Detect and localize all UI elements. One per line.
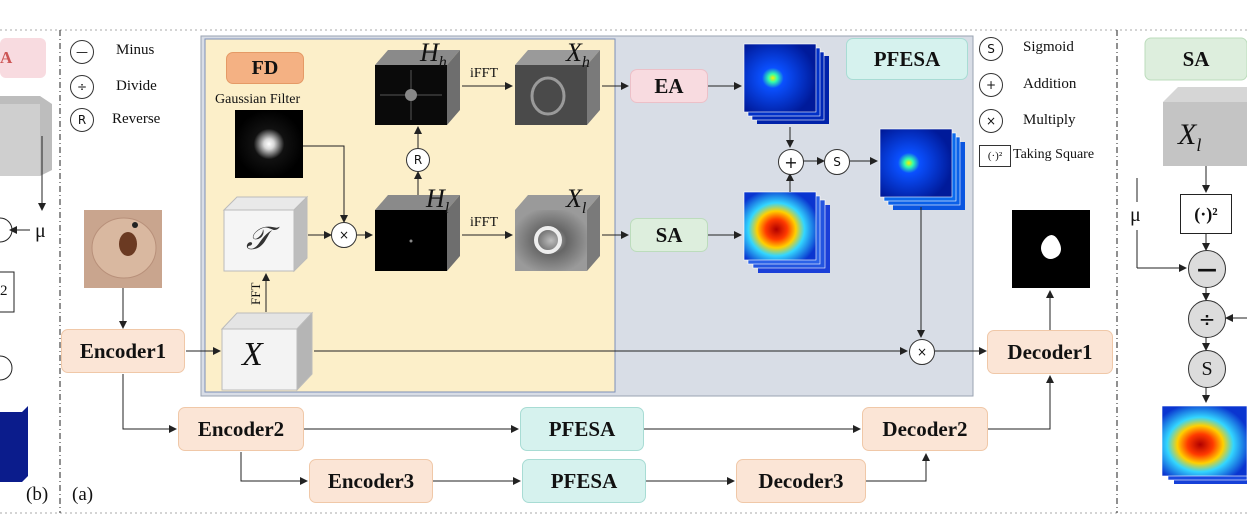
gaussian-filter-image (235, 110, 303, 178)
legend-reverse-label: Reverse (112, 111, 161, 127)
sa-panel-content (1136, 37, 1247, 484)
sa-panel-title: SA (1182, 46, 1210, 71)
left-panel-content (0, 38, 52, 482)
hh-symbol: Hh (420, 38, 447, 72)
pfesa-block-1: PFESA (520, 407, 644, 451)
xl-symbol: Xl (566, 184, 587, 218)
gaussian-filter-label: Gaussian Filter (215, 92, 301, 107)
connection-arrows (119, 82, 1054, 485)
legend-divide-label: Divide (116, 78, 157, 94)
sa-panel-minus-node: — (1188, 250, 1226, 288)
square-symbol-icon: (·)² (979, 145, 1011, 167)
sa-panel-sigmoid-node: S (1188, 350, 1226, 388)
left-cube-face (0, 104, 40, 176)
xh-symbol: Xh (566, 38, 590, 72)
left-panel-mu: μ (35, 220, 46, 242)
divide-symbol-icon: ÷ (70, 75, 94, 99)
xh-cube (515, 50, 600, 125)
left-panel-square: 2 (0, 283, 8, 299)
input-cell-image (84, 210, 162, 288)
legend-minus-label: Minus (116, 42, 155, 58)
sa-panel-mu: μ (1130, 204, 1141, 226)
ea-module: EA (630, 69, 708, 103)
fourier-symbol: 𝒯 (246, 220, 271, 256)
hl-cube (375, 195, 460, 271)
encoder1-box: Encoder1 (61, 329, 185, 373)
pfesa-title: PFESA (846, 38, 968, 80)
sa-panel-square-box: (·)² (1180, 194, 1232, 234)
decoder3-box: Decoder3 (736, 459, 866, 503)
decoder2-box: Decoder2 (862, 407, 988, 451)
ifft-bottom-label: iFFT (470, 215, 499, 230)
fft-label: FFT (248, 282, 263, 305)
xl-cube (515, 195, 600, 271)
legend-sigmoid-label: Sigmoid (1023, 39, 1074, 55)
left-panel-tag-box (0, 38, 46, 78)
reverse-symbol-icon: R (70, 108, 94, 132)
sa-module: SA (630, 218, 708, 252)
hl-symbol: Hl (426, 184, 450, 218)
sigmoid-op-node: S (824, 149, 850, 175)
x-cube (220, 311, 314, 392)
hh-cube (375, 50, 460, 125)
fourier-cube (222, 195, 309, 273)
legend-multiply-label: Multiply (1023, 112, 1076, 128)
x-symbol: X (242, 336, 263, 373)
decoder1-box: Decoder1 (987, 330, 1113, 374)
addition-op-node: + (778, 149, 804, 175)
sigmoid-symbol-icon: S (979, 37, 1003, 61)
ea-heatmap-stack (743, 43, 829, 124)
addition-symbol-icon: + (979, 73, 1003, 97)
multiply-op-node-fd: × (331, 222, 357, 248)
encoder3-box: Encoder3 (309, 459, 433, 503)
multiply-symbol-icon: × (979, 109, 1003, 133)
sa-panel-divide-node: ÷ (1188, 300, 1226, 338)
sa-panel-xl-symbol: Xl (1178, 118, 1202, 155)
ifft-top-label: iFFT (470, 66, 499, 81)
reverse-op-node: R (406, 148, 430, 172)
panel-label-a: (a) (72, 484, 94, 505)
legend-addition-label: Addition (1023, 76, 1077, 92)
minus-symbol-icon: — (70, 40, 94, 64)
encoder2-box: Encoder2 (178, 407, 304, 451)
multiply-op-node-main: × (909, 339, 935, 365)
left-panel-tag: A (0, 48, 13, 67)
panel-label-b: (b) (26, 484, 49, 505)
fd-title: FD (226, 52, 304, 84)
sa-heatmap-stack (743, 191, 830, 273)
fused-heatmap-stack (879, 128, 965, 210)
left-heatmap (0, 406, 28, 482)
pfesa-block-2: PFESA (522, 459, 646, 503)
output-mask-image (1012, 210, 1090, 288)
legend-square-label: Taking Square (1013, 147, 1095, 162)
